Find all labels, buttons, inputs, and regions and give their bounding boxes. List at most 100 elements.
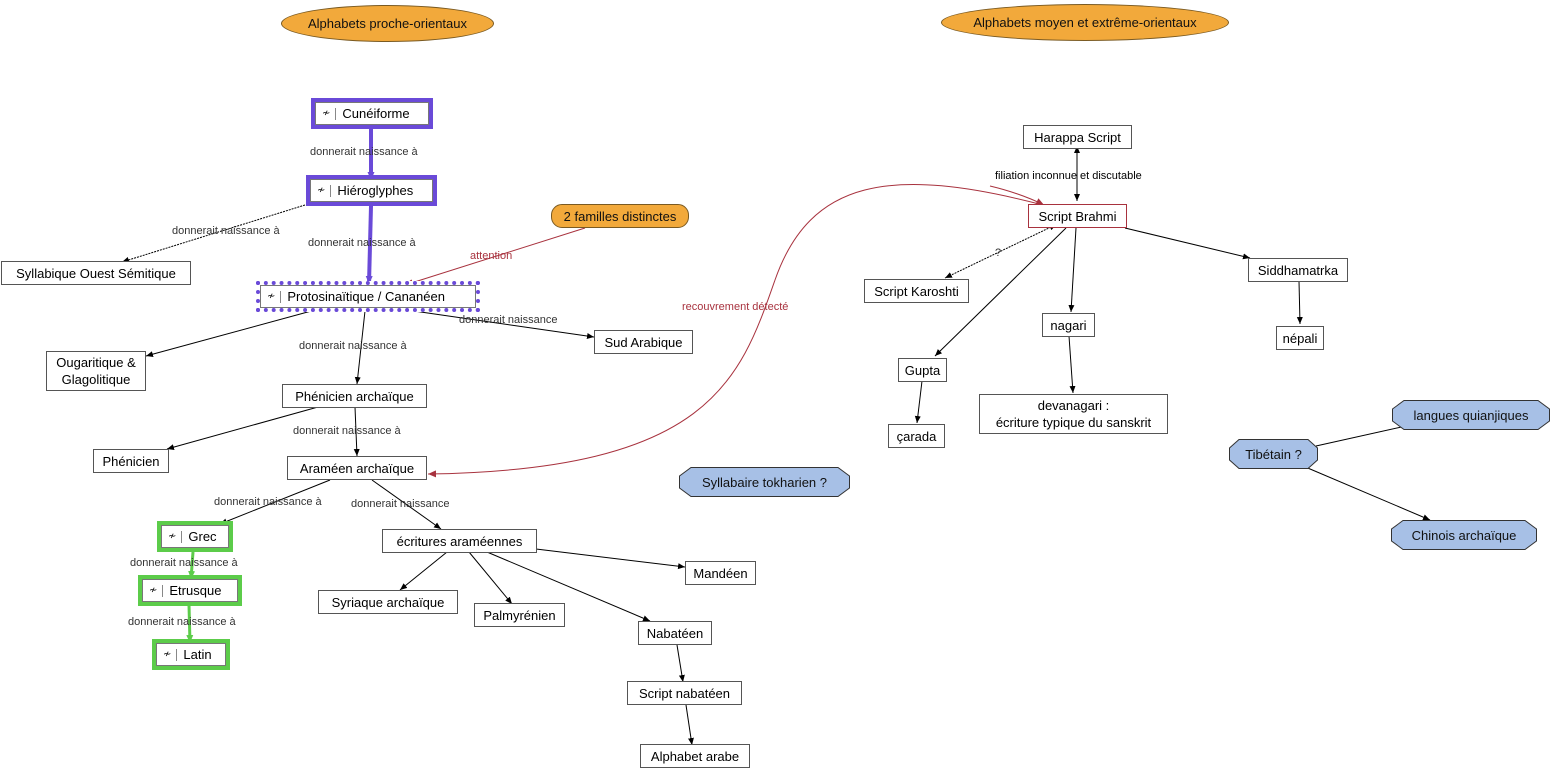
node-ugaritic-label: Ougaritique & Glagolitique <box>56 355 136 387</box>
node-archaic-syriac-label: Syriaque archaïque <box>331 594 445 610</box>
node-nepali[interactable]: népali <box>1276 326 1324 350</box>
node-nabataean[interactable]: Nabatéen <box>638 621 712 645</box>
node-quianjiques[interactable]: langues quianjiques <box>1392 400 1550 430</box>
node-aramaic-scripts-label: écritures araméennes <box>396 533 523 549</box>
group-near-east[interactable]: Alphabets proche-orientaux <box>281 5 494 42</box>
edge-script-arabic <box>685 704 694 746</box>
node-cuneiform-label: Cunéiforme <box>342 106 410 121</box>
edge-greek-etruscan <box>188 551 196 580</box>
node-protosinaitic-label: Protosinaïtique / Cananéen <box>287 289 445 304</box>
edge-scripts-syriac <box>399 551 448 591</box>
node-kharoshti[interactable]: Script Karoshti <box>864 279 969 303</box>
group-near-east-label: Alphabets proche-orientaux <box>308 16 467 31</box>
link-label-overlap: recouvrement détecté <box>682 301 789 313</box>
link-label: donnerait naissance à <box>293 425 401 437</box>
edge-proto-phoenician-archaic <box>354 310 366 385</box>
node-gupta[interactable]: Gupta <box>898 358 947 382</box>
chart-icon: ≁ <box>168 531 177 542</box>
chart-icon: ≁ <box>149 585 158 596</box>
edge-overlap <box>427 184 1044 478</box>
two-families-label: 2 familles distinctes <box>563 208 677 224</box>
edge-gupta-sharada <box>914 380 923 424</box>
link-label-filiation: filiation inconnue et discutable <box>995 170 1142 182</box>
node-palmyrene-label: Palmyrénien <box>483 607 556 623</box>
node-archaic-chinese-label: Chinois archaïque <box>1411 527 1517 543</box>
link-label: donnerait naissance à <box>128 616 236 628</box>
chart-icon: ≁ <box>322 108 331 119</box>
node-archaic-syriac[interactable]: Syriaque archaïque <box>318 590 458 614</box>
node-tocharian[interactable]: Syllabaire tokharien ? <box>679 467 850 497</box>
link-label: donnerait naissance à <box>172 225 280 237</box>
node-tibetan[interactable]: Tibétain ? <box>1229 439 1318 469</box>
node-mandaean[interactable]: Mandéen <box>685 561 756 585</box>
node-nagari-label: nagari <box>1050 317 1087 333</box>
two-families-note[interactable]: 2 familles distinctes <box>551 204 689 228</box>
node-hieroglyphs[interactable]: ≁Hiéroglyphes <box>306 175 437 206</box>
node-nabataean-script[interactable]: Script nabatéen <box>627 681 742 705</box>
node-archaic-phoenician[interactable]: Phénicien archaïque <box>282 384 427 408</box>
node-archaic-aramaic-label: Araméen archaïque <box>299 460 415 476</box>
edge-nagari-devanagari <box>1068 335 1076 394</box>
edge-etruscan-latin <box>186 604 194 644</box>
node-hieroglyphs-label: Hiéroglyphes <box>337 183 414 198</box>
node-archaic-chinese[interactable]: Chinois archaïque <box>1391 520 1537 550</box>
node-phoenician-label: Phénicien <box>102 453 160 469</box>
edge-overlap-head <box>989 185 1045 206</box>
link-label: donnerait naissance <box>351 498 450 510</box>
node-cuneiform[interactable]: ≁ Cunéiforme <box>311 98 433 129</box>
node-archaic-phoenician-label: Phénicien archaïque <box>295 388 414 404</box>
node-nagari[interactable]: nagari <box>1042 313 1095 337</box>
node-siddhamatrka[interactable]: Siddhamatrka <box>1248 258 1348 282</box>
edge-scripts-mandaean <box>535 548 686 570</box>
node-sharada-label: çarada <box>896 428 937 444</box>
node-ugaritic[interactable]: Ougaritique & Glagolitique <box>46 351 146 391</box>
edge-brahmi-kharoshti <box>944 224 1057 279</box>
node-palmyrene[interactable]: Palmyrénien <box>474 603 565 627</box>
edge-scripts-palmyrene <box>468 551 513 605</box>
node-sharada[interactable]: çarada <box>888 424 945 448</box>
edge-siddhamatrka-nepali <box>1296 280 1303 325</box>
node-etruscan[interactable]: ≁Etrusque <box>138 575 242 606</box>
group-far-east-label: Alphabets moyen et extrême-orientaux <box>973 15 1197 30</box>
chart-icon: ≁ <box>267 291 276 302</box>
edge-tibetan-quianjiques <box>1315 422 1416 447</box>
node-arabic[interactable]: Alphabet arabe <box>640 744 750 768</box>
node-harappa[interactable]: Harappa Script <box>1023 125 1132 149</box>
edge-brahmi-gupta <box>934 227 1067 357</box>
node-harappa-label: Harappa Script <box>1034 129 1121 145</box>
link-label-question: ? <box>995 247 1002 259</box>
node-archaic-aramaic[interactable]: Araméen archaïque <box>287 456 427 480</box>
node-greek[interactable]: ≁Grec <box>157 521 233 552</box>
link-label: donnerait naissance à <box>310 146 418 158</box>
link-label: donnerait naissance <box>459 314 558 326</box>
node-protosinaitic[interactable]: ≁ Protosinaïtique / Cananéen <box>256 281 480 312</box>
edge-hieroglyphs-westsemitic <box>121 204 306 263</box>
node-south-arabic[interactable]: Sud Arabique <box>594 330 693 354</box>
node-latin-label: Latin <box>183 647 212 662</box>
edge-brahmi-nagari <box>1068 227 1077 313</box>
link-label-attention: attention <box>470 250 513 262</box>
edge-hieroglyphs-protosinaitic <box>365 205 373 285</box>
edge-aramaic-scripts <box>371 479 442 530</box>
node-devanagari[interactable]: devanagari : écriture typique du sanskri… <box>979 394 1168 434</box>
edge-nabataean-script <box>676 644 685 683</box>
edge-phoenarch-aramaic <box>353 406 360 457</box>
node-quianjiques-label: langues quianjiques <box>1413 407 1529 423</box>
node-devanagari-line1: devanagari : <box>1037 398 1110 413</box>
node-nepali-label: népali <box>1282 330 1318 346</box>
group-far-east[interactable]: Alphabets moyen et extrême-orientaux <box>941 4 1229 41</box>
node-tibetan-label: Tibétain ? <box>1245 446 1302 462</box>
link-label: donnerait naissance à <box>130 557 238 569</box>
edge-tibetan-chinese <box>1302 465 1431 521</box>
node-arabic-label: Alphabet arabe <box>650 748 740 764</box>
node-latin[interactable]: ≁Latin <box>152 639 230 670</box>
octagon-shape <box>1229 439 1318 469</box>
node-west-semitic[interactable]: Syllabique Ouest Sémitique <box>1 261 191 285</box>
node-phoenician[interactable]: Phénicien <box>93 449 169 473</box>
link-label: donnerait naissance à <box>299 340 407 352</box>
node-brahmi[interactable]: Script Brahmi <box>1028 204 1127 228</box>
edge-proto-southarabic <box>399 308 595 339</box>
node-aramaic-scripts[interactable]: écritures araméennes <box>382 529 537 553</box>
edge-proto-ugaritic <box>145 309 316 358</box>
